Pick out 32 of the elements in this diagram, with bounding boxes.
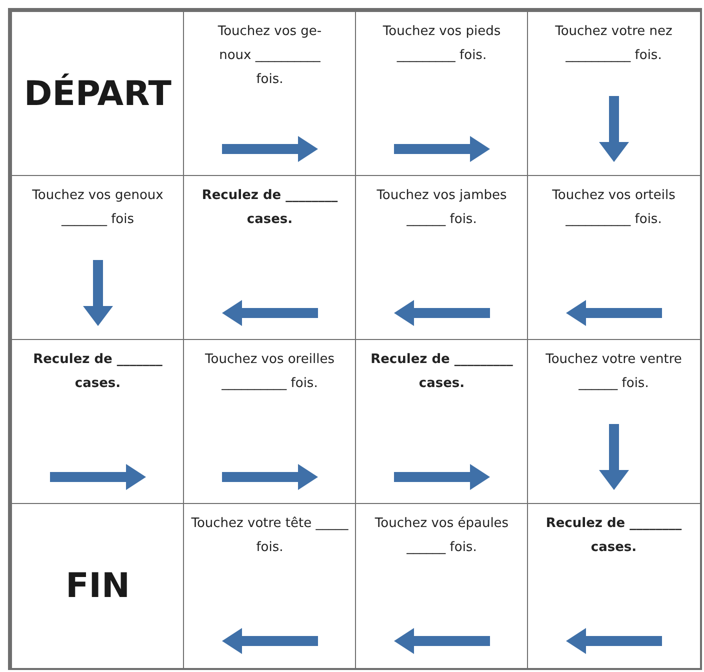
square-instruction: Touchez vos épaules ______ fois. <box>374 515 510 557</box>
square-instruction: Touchez vos orteils __________ fois. <box>551 187 676 229</box>
board-square <box>183 339 356 504</box>
square-instruction: Touchez votre tête _____ fois. <box>190 515 350 557</box>
board-square <box>11 175 184 340</box>
board-square <box>11 339 184 504</box>
board-square <box>183 11 356 176</box>
square-instruction: Reculez de ________ cases. <box>544 515 683 557</box>
board-square <box>355 339 528 504</box>
square-instruction: Touchez vos ge- noux __________ fois. <box>216 23 323 89</box>
board-square <box>527 503 700 668</box>
board-square <box>527 339 700 504</box>
board-square <box>11 11 184 176</box>
square-instruction: Reculez de _______ cases. <box>32 351 164 393</box>
square-instruction: Reculez de _________ cases. <box>370 351 514 393</box>
square-instruction: Touchez votre ventre ______ fois. <box>544 351 683 393</box>
square-title: DÉPART <box>23 74 172 114</box>
square-title: FIN <box>64 566 131 606</box>
board-square <box>355 503 528 668</box>
square-instruction: Touchez vos genoux _______ fois <box>31 187 164 229</box>
square-instruction: Touchez vos jambes ______ fois. <box>376 187 508 229</box>
square-instruction: Touchez vos pieds _________ fois. <box>382 23 502 65</box>
board-square <box>355 11 528 176</box>
board-square <box>11 503 184 668</box>
board-square <box>527 11 700 176</box>
board-square <box>527 175 700 340</box>
square-instruction: Touchez votre nez __________ fois. <box>554 23 674 65</box>
square-instruction: Touchez vos oreilles __________ fois. <box>204 351 336 393</box>
square-instruction: Reculez de ________ cases. <box>200 187 339 229</box>
board-square <box>183 503 356 668</box>
board-square <box>355 175 528 340</box>
board-square <box>183 175 356 340</box>
